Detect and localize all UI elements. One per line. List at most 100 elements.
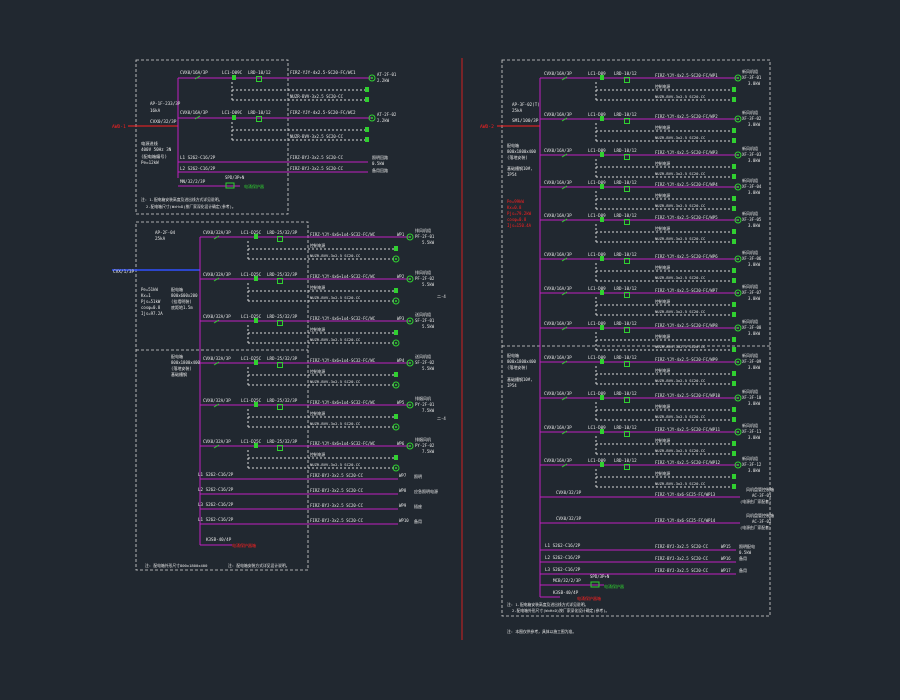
right-feeder-cable: FIRZ-YJY-4x2.5-SC20-FC/WP2: [655, 114, 718, 119]
left-bottom-light-load: 插座: [414, 503, 422, 509]
right-feeder-device: LC1-D09: [588, 112, 606, 117]
right-feeder-cable: FIRZ-YJY-4x2.5-SC20-FC/WP11: [655, 427, 721, 432]
right-motor-icon: [734, 115, 742, 123]
right-feeder-device: LC1-D09: [588, 286, 606, 291]
right-ctrl-cable: NUZR-BVV-3x2.5 SC20-CC: [655, 135, 705, 140]
right-feeder-device: LC1-D09: [588, 355, 606, 360]
left-bottom-feeder-breaker: CVX0/32A/3P: [203, 398, 231, 403]
left-top-l1-breaker: L1 S262-C16/2P: [180, 155, 216, 160]
left-bottom-ctrl-indicator-icon-core: [395, 300, 397, 302]
right-motor-icon-core: [737, 154, 739, 156]
left-top-motor-icon: [368, 114, 376, 122]
right-ctrl-contactor-icon: [732, 451, 736, 456]
left-bottom-side-note: 800x600x200: [171, 293, 198, 298]
right-ctrl-cable: NUZR-BVV-3x2.5 SC20-CC: [655, 94, 705, 99]
left-bottom-light-breaker: L1 S262-C16/2P: [198, 517, 234, 522]
right-feeder-device: LC1-D09: [588, 391, 606, 396]
left-bottom-ctrl-label: 控制电源: [310, 411, 325, 416]
left-top-panel-frame: [135, 59, 289, 215]
right-feeder-cable: FIRZ-YJY-4x2.5-SC20-FC/WP8: [655, 323, 718, 328]
left-top-feeder-breaker: CVX0/16A/3P: [180, 110, 208, 115]
right-feeder-device: LC1-D09: [588, 148, 606, 153]
right-note: 2.配电箱外形尺寸(W×H×D)按厂家深化设计确定(参考)。: [512, 608, 609, 613]
right-mid-note: (落地安装): [507, 364, 528, 370]
right-ctrl-cable: NUZR-BVV-3x2.5 SC20-CC: [655, 448, 705, 453]
left-bottom-feeder-load-code: SF-2F-02: [415, 360, 435, 365]
right-red-note: cosφ=0.8: [507, 217, 527, 222]
left-bottom-motor-icon: [406, 359, 414, 367]
right-breaker-icon: [561, 326, 568, 331]
left-bottom-motor-icon: [406, 401, 414, 409]
right-feeder-relay: LRD-10/12: [614, 112, 637, 117]
left-bottom-mid-note: 配电箱: [171, 353, 183, 359]
right-ctrl-contactor-icon: [732, 484, 736, 489]
right-relay-icon: [624, 361, 630, 367]
right-feeder-load-code: XF-3F-04: [742, 184, 762, 189]
right-ctrl-cable: NUZR-BVV-3x2.5 SC20-CC: [655, 344, 705, 349]
right-side-note: 配电箱: [507, 142, 519, 148]
right-red-note: Pjs=79.2kW: [507, 211, 532, 216]
left-bottom-contactor-icon: [254, 318, 258, 323]
right-motor-icon-core: [737, 118, 739, 120]
left-bottom-light-tag: WP7: [399, 473, 407, 478]
left-bottom-ctrl-cable: NUZR-BVV-3x2.5 SC20-CC: [310, 337, 360, 342]
left-bottom-feeder-load-kw: 7.5kW: [422, 408, 435, 413]
left-top-breaker-spec2: 16kA: [150, 108, 161, 113]
right-mid-note: 基础槽钢10#,: [507, 376, 533, 382]
right-feeder-load-code: XF-3F-02: [742, 116, 762, 121]
right-light-load-sub: 0.5kW: [739, 550, 752, 555]
right-breaker-icon: [561, 185, 568, 190]
left-bottom-spd-label: 电涌保护器箱: [232, 542, 256, 548]
left-bottom-spd: K3SB-40/4P: [206, 537, 232, 542]
right-feeder-load-kw: 3.0kW: [748, 365, 761, 370]
right-feeder-load-kw: 3.0kW: [748, 262, 761, 267]
right-feeder-load-kw: 3.0kW: [748, 468, 761, 473]
left-bottom-feeder-load: 排风机组: [415, 227, 431, 233]
right-ctrl-contactor-icon: [732, 164, 736, 169]
right-ctrl-label: 控制电源: [655, 438, 670, 443]
right-contactor-icon: [600, 462, 604, 467]
left-top-ctrl-contactor-icon: [365, 137, 369, 142]
right-light-breaker: L2 S262-C16/2P: [545, 555, 581, 560]
right-ctrl-label: 控制电源: [655, 299, 670, 304]
right-feeder-breaker: CVX0/16A/3P: [544, 252, 572, 257]
right-feeder-load-kw: 3.0kW: [748, 122, 761, 127]
right-relay-icon: [624, 292, 630, 298]
left-bottom-feeder-load: 排烟风机: [415, 395, 431, 401]
right-ctrl-contactor-icon: [732, 239, 736, 244]
left-bottom-note: 注: 配电箱安装方式详见设计说明。: [228, 563, 290, 568]
right-feeder-load-kw: 3.0kW: [748, 81, 761, 86]
right-ctrl-cable: NUZR-BVV-3x2.5 SC20-CC: [655, 171, 705, 176]
right-motor-icon: [734, 289, 742, 297]
right-red-note: Pe=99kW: [507, 199, 524, 204]
right-feeder-relay: LRD-10/12: [614, 71, 637, 76]
left-bottom-feeder-relay: LRD-25/32/3P: [267, 356, 298, 361]
spd-icon: [590, 581, 600, 588]
right-feeder-device: LC1-D09: [588, 213, 606, 218]
left-bottom-ctrl-label: 控制电源: [310, 452, 325, 457]
left-bottom-ctrl-indicator-icon-core: [395, 467, 397, 469]
left-bottom-ctrl-contactor-icon: [394, 414, 398, 419]
right-breaker-icon: [561, 463, 568, 468]
right-ctrl-label: 控制电源: [655, 368, 670, 373]
left-bottom-motor-icon-core: [409, 404, 411, 406]
left-bottom-ctrl-indicator-icon-core: [395, 384, 397, 386]
left-top-motor-icon: [368, 74, 376, 82]
left-bottom-ctrl-indicator-icon-core: [395, 426, 397, 428]
left-bottom-feeder-breaker: CVX0/32A/3P: [203, 439, 231, 444]
right-feeder-relay: LRD-10/12: [614, 180, 637, 185]
left-top-note: 2.配电箱尺寸(W×H×D)按厂家深化设计确定(参考)。: [146, 204, 236, 209]
right-ctrl-label: 控制电源: [655, 161, 670, 166]
left-bottom-contactor-icon: [254, 360, 258, 365]
right-light-load: 照明配电: [739, 543, 755, 549]
left-bottom-feeder-breaker: CVX0/32A/3P: [203, 272, 231, 277]
right-feeder-load: 新风机组: [742, 318, 758, 324]
left-bottom-motor-icon-core: [409, 278, 411, 280]
right-feeder-load-code: XF-3F-01: [742, 75, 762, 80]
left-bottom-ctrl-label: 控制电源: [310, 327, 325, 332]
right-note: 注: 1.配电箱安装高度及进出线方式详见说明。: [507, 602, 588, 607]
right-ctrl-contactor-icon: [732, 87, 736, 92]
right-motor-icon: [734, 394, 742, 402]
left-bottom-feeder-relay: LRD-25/32/3P: [267, 439, 298, 444]
